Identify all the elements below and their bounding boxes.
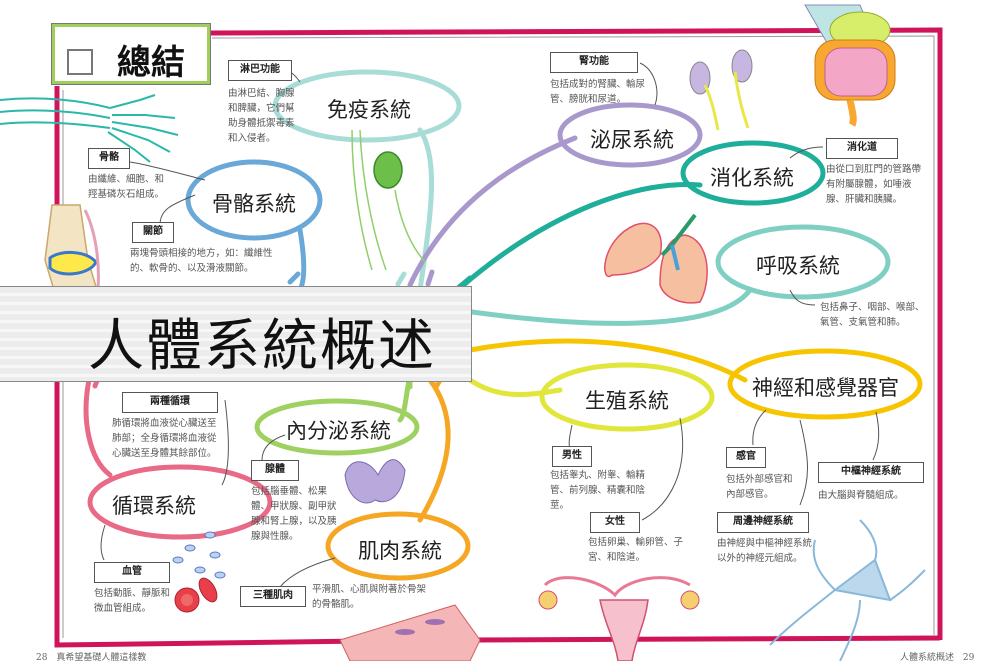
urinary-system-label: 泌尿系統 <box>590 128 674 152</box>
note-label-glands: 腺體 <box>251 460 299 481</box>
note-label-male: 男性 <box>552 446 592 467</box>
note-text-kidney: 包括成對的腎臟、輸尿管、膀胱和尿道。 <box>550 79 646 105</box>
blood-cells-illustration <box>172 531 226 613</box>
reproductive-system-label: 生殖系統 <box>585 389 669 413</box>
respiratory-system-label: 呼吸系統 <box>756 254 840 278</box>
note-text-digestive-tract: 由從口到肛門的管路帶有附屬腺體，如唾液腺、肝臟和胰臟。 <box>826 164 922 205</box>
page-number-right: 29 <box>962 653 975 663</box>
system-ellipses <box>87 69 923 581</box>
note-label-digestive-tract: 消化道 <box>826 138 898 159</box>
note-text-male: 包括睾丸、附睾、輸精管、前列腺、精囊和陰莖。 <box>550 470 646 511</box>
note-text-female: 包括卵巢、輸卵管、子宮、和陰道。 <box>588 537 684 563</box>
footer-left-text: 真希望基礎人體這樣教 <box>56 653 147 663</box>
page-title: 人體系統概述 <box>88 314 436 379</box>
checkbox-icon <box>67 49 93 75</box>
footer-right-text: 人體系統概述 <box>900 653 955 663</box>
note-label-two-circulations: 兩種循環 <box>122 392 218 413</box>
note-label-kidney: 腎功能 <box>550 52 638 73</box>
note-label-blood-vessels: 血管 <box>94 562 170 583</box>
endocrine-system-label: 內分泌系統 <box>286 419 391 443</box>
note-text-three-muscles: 平滑肌、心肌與附著於骨架的骨骼肌。 <box>312 584 427 610</box>
lungs-illustration <box>604 213 708 304</box>
hand-skeleton-illustration <box>0 94 179 163</box>
kidneys-illustration <box>689 49 753 131</box>
muscle-fiber-illustration <box>339 604 481 661</box>
note-text-two-circulations: 肺循環將血液從心臟送至肺部；全身循環將血液從心臟送至身體其餘部位。 <box>112 418 217 459</box>
note-label-lymph: 淋巴功能 <box>228 60 292 81</box>
immune-system-label: 免疫系統 <box>327 98 411 122</box>
thyroid-gland-illustration <box>344 459 406 504</box>
note-text-senses: 包括外部感官和內部感官。 <box>726 474 793 500</box>
note-text-blood-vessels: 包括動脈、靜脈和微血管組成。 <box>94 588 171 614</box>
note-text-lymph: 由淋巴結、胸腺和脾臟，它們幫助身體抵禦毒素和入侵者。 <box>228 88 295 144</box>
uterus-illustration <box>538 576 700 661</box>
note-label-three-muscles: 三種肌肉 <box>240 586 306 607</box>
note-label-bone: 骨骼 <box>88 148 130 169</box>
note-text-bone: 由纖維、細胞、和羥基磷灰石組成。 <box>88 174 165 200</box>
note-text-pns: 由神經與中樞神經系統以外的神經元組成。 <box>717 538 813 564</box>
nervous-system-label: 神經和感覺器官 <box>752 376 899 400</box>
note-label-female: 女性 <box>590 512 640 533</box>
lymph-nodes-illustration <box>351 129 426 271</box>
note-label-joint: 關節 <box>132 222 174 243</box>
note-text-joint: 兩塊骨頭相接的地方，如：纖維性的、軟骨的、以及滑液關節。 <box>130 248 273 274</box>
note-text-respiratory: 包括鼻子、咽部、喉部、氣管、支氣管和肺。 <box>820 302 925 328</box>
note-text-glands: 包括腦垂體、松果體、甲狀腺、副甲狀腺和腎上腺，以及胰腺與性腺。 <box>251 486 337 542</box>
note-label-senses: 感官 <box>726 447 766 468</box>
footer-right: 人體系統概述 29 <box>900 650 974 663</box>
page-number-left: 28 <box>36 653 48 663</box>
neuron-illustration <box>769 519 926 661</box>
note-text-cns: 由大腦與脊髓組成。 <box>818 490 904 501</box>
skeletal-system-label: 骨骼系統 <box>212 192 296 216</box>
note-label-pns: 周邊神經系統 <box>717 512 809 533</box>
muscular-system-label: 肌肉系統 <box>358 539 442 563</box>
footer-left: 28 真希望基礎人體這樣教 <box>36 650 146 663</box>
main-title-banner: 人體系統概述 <box>0 286 472 382</box>
mindmap-connectors <box>83 127 753 523</box>
digestive-system-label: 消化系統 <box>710 166 794 190</box>
summary-tag: 總結 <box>52 24 210 84</box>
note-label-cns: 中樞神經系統 <box>818 462 924 483</box>
summary-title: 總結 <box>117 43 185 83</box>
circulatory-system-label: 循環系統 <box>112 494 196 518</box>
digestive-tract-illustration <box>804 4 896 127</box>
knee-joint-illustration <box>44 204 101 311</box>
